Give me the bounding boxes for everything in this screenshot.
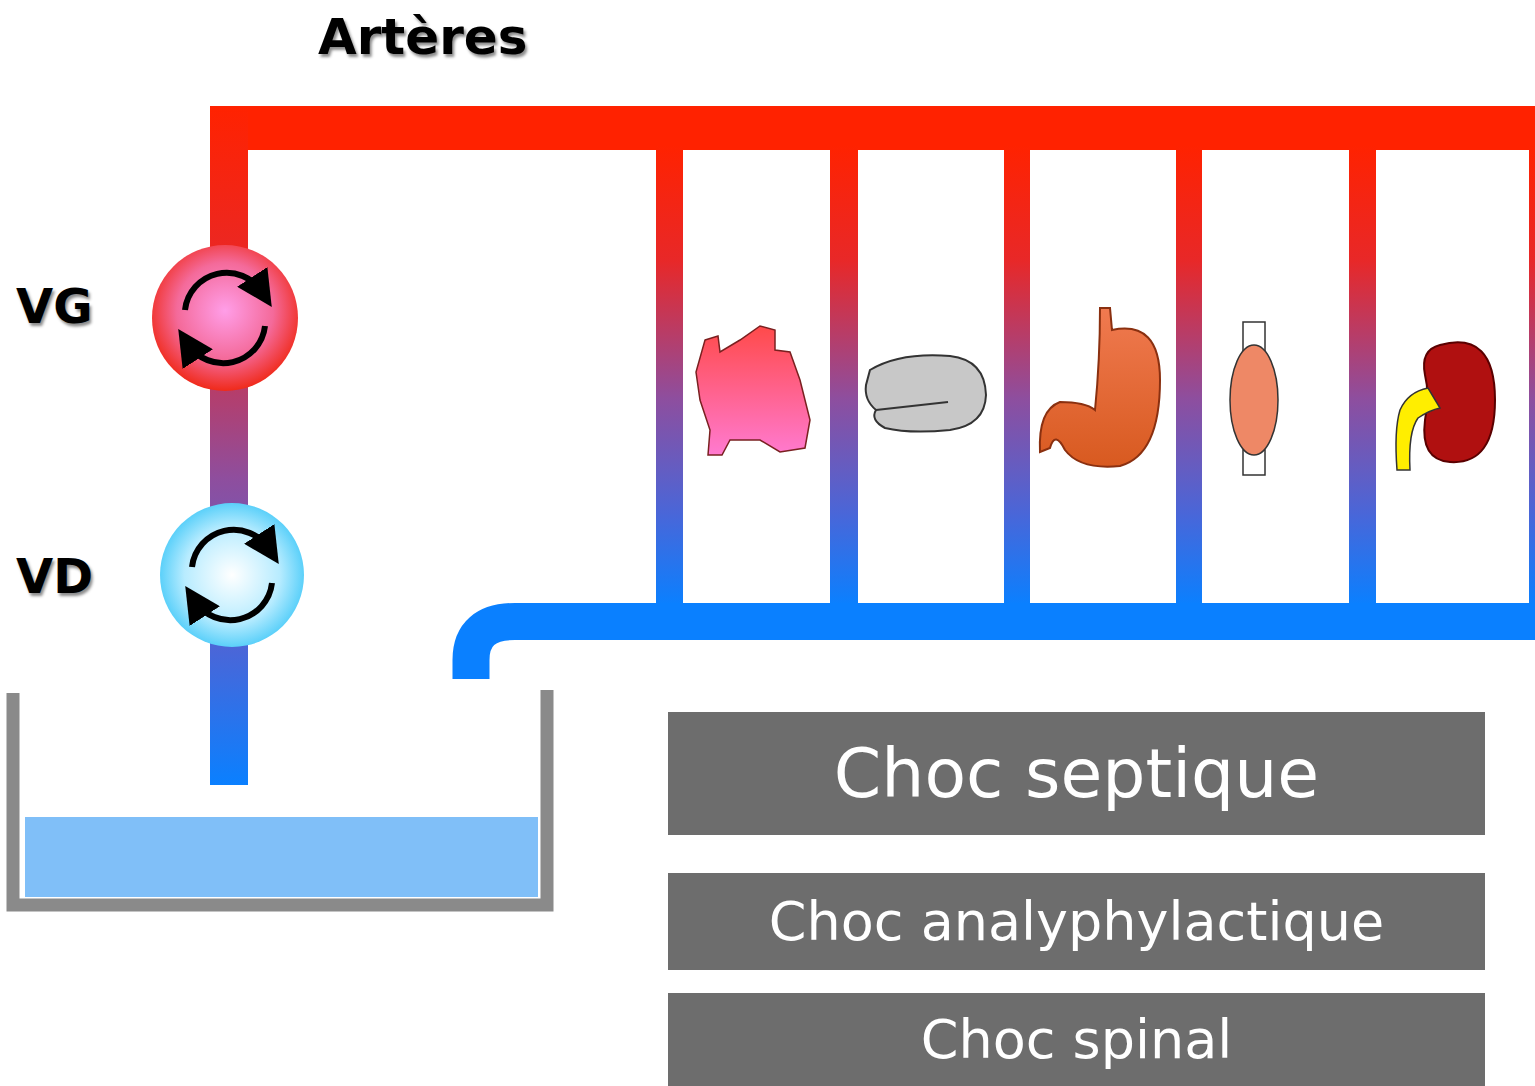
shock-type-label: Choc septique bbox=[834, 734, 1319, 813]
shock-type-box: Choc analyphylactique bbox=[668, 873, 1485, 970]
shock-type-label: Choc analyphylactique bbox=[769, 890, 1384, 953]
shock-type-label: Choc spinal bbox=[921, 1008, 1233, 1071]
ventricle-label: VD bbox=[16, 548, 93, 604]
ventricle-label: VG bbox=[16, 278, 93, 334]
arteries-label: Artères bbox=[318, 8, 528, 66]
shock-type-box: Choc spinal bbox=[668, 993, 1485, 1086]
shock-type-box: Choc septique bbox=[668, 712, 1485, 835]
